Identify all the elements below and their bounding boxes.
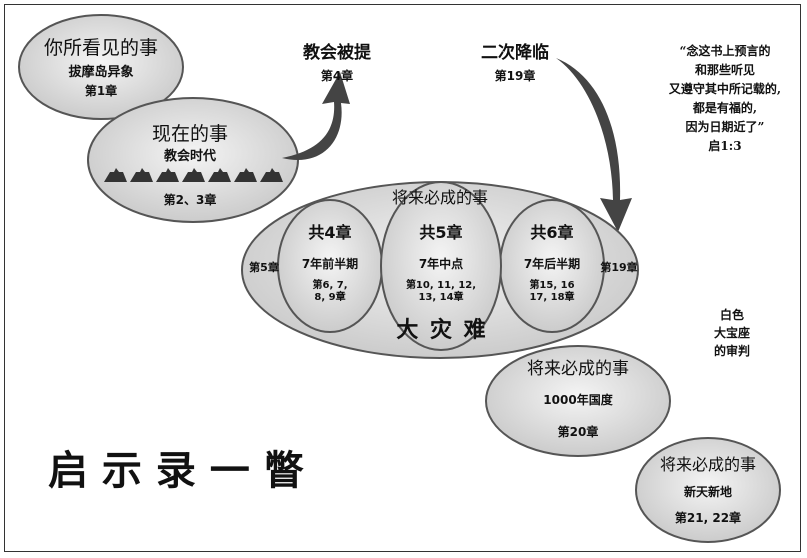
past-subtitle: 拔摩岛异象 xyxy=(68,65,134,80)
quote-reference: 启1:3 xyxy=(708,139,742,153)
past-chapter: 第1章 xyxy=(84,84,118,98)
second-coming-chapter: 第19章 xyxy=(494,69,536,83)
future-left-label: 第5章 xyxy=(249,261,279,274)
section-3-heading: 共6章 xyxy=(530,223,574,242)
section-2-chapters: 第10, 11, 12, 13, 14章 xyxy=(405,280,477,303)
white-throne-line: 的审判 xyxy=(713,344,750,358)
section-1-subtitle: 7年前半期 xyxy=(301,257,359,271)
future-heading: 将来必成的事 xyxy=(391,188,488,207)
quote-line: 因为日期近了” xyxy=(685,120,765,134)
quote-line: 和那些听见 xyxy=(694,63,755,77)
millennium-heading: 将来必成的事 xyxy=(527,359,629,379)
tribulation-label: 大 灾 难 xyxy=(396,318,488,343)
section-1-chapters: 第6, 7, 8, 9章 xyxy=(312,280,348,303)
millennium-ellipse xyxy=(485,345,671,457)
future-right-label: 第19章 xyxy=(600,261,638,274)
quote-line: 都是有福的, xyxy=(692,101,758,115)
page-title: 启 示 录 一 瞥 xyxy=(48,448,304,494)
millennium-chapter: 第20章 xyxy=(557,425,599,439)
new-heaven-subtitle: 新天新地 xyxy=(683,485,732,499)
millennium-subtitle: 1000年国度 xyxy=(543,393,613,407)
section-3-chapters: 第15, 16 17, 18章 xyxy=(529,280,575,303)
white-throne-line: 大宝座 xyxy=(713,326,750,340)
quote-line: “念这书上预言的 xyxy=(679,44,771,58)
past-heading: 你所看见的事 xyxy=(43,37,158,59)
second-coming-arrow xyxy=(556,58,632,232)
new-heaven-chapter: 第21, 22章 xyxy=(674,511,742,525)
present-subtitle: 教会时代 xyxy=(163,149,216,164)
section-2-ellipse xyxy=(380,181,502,351)
section-1-heading: 共4章 xyxy=(308,223,352,242)
section-2-subtitle: 7年中点 xyxy=(418,257,464,271)
section-2-heading: 共5章 xyxy=(419,223,463,242)
present-heading: 现在的事 xyxy=(151,123,228,145)
new-heaven-ellipse xyxy=(635,437,781,543)
present-chapter: 第2、3章 xyxy=(163,193,217,207)
lampstands-icon xyxy=(104,168,283,182)
rapture-arrow xyxy=(282,72,350,161)
rapture-chapter: 第4章 xyxy=(320,69,354,83)
white-throne: 白色 大宝座 的审判 xyxy=(692,306,772,360)
new-heaven-heading: 将来必成的事 xyxy=(659,455,756,474)
section-3-subtitle: 7年后半期 xyxy=(523,257,581,271)
second-coming-heading: 二次降临 xyxy=(481,43,549,63)
quote-line: 又遵守其中所记载的, xyxy=(668,82,782,96)
quote: “念这书上预言的 和那些听见 又遵守其中所记载的, 都是有福的, 因为日期近了”… xyxy=(650,42,800,156)
past-ellipse xyxy=(18,14,184,120)
rapture-heading: 教会被提 xyxy=(303,43,371,63)
white-throne-line: 白色 xyxy=(719,308,744,322)
